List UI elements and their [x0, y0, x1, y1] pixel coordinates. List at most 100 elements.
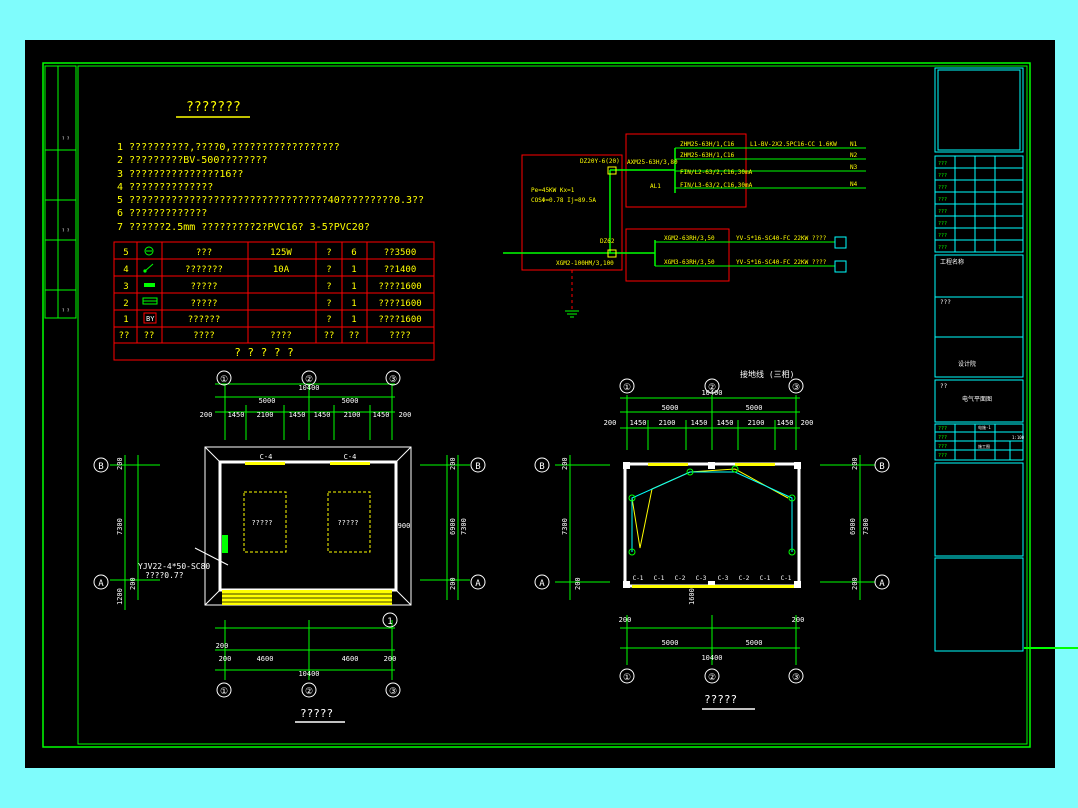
right-window-label: C-1	[654, 575, 665, 582]
right-side-right-3: 7300	[862, 518, 870, 535]
left-subdim: 2100	[257, 411, 274, 419]
branch-2-breaker: ZHM25-63H/1,C16	[680, 152, 735, 159]
right-bottom-overall: 10400	[701, 654, 722, 662]
left-subdim: 1450	[289, 411, 306, 419]
right-window-top-2	[735, 463, 775, 466]
note-line-1: 1 ??????????,????0,??????????????????	[117, 142, 340, 153]
ground-icon	[565, 310, 579, 318]
axis-label: ③	[389, 375, 397, 385]
svg-text:???: ???	[938, 453, 947, 459]
svg-text:???: ???	[938, 444, 947, 450]
notes-title: ???????	[186, 100, 241, 115]
right-window-label: C-3	[696, 575, 707, 582]
cable-label: YJV22-4*50-SC80	[138, 562, 210, 571]
table-cell: 5	[123, 248, 128, 258]
right-side-dim-2: 7300	[561, 518, 569, 535]
system-diagram: DZ20Y-6(20) Pe=45KW Kx=1 COSΦ=0.78 Ij=89…	[503, 133, 866, 318]
inner-frame	[77, 65, 1028, 745]
right-side-dim-1: 200	[561, 457, 569, 470]
lower-branch-2-cable: YV-5*16-SC40-FC 22KW ????	[736, 259, 827, 266]
material-table: BY 5 ??? 125W ? 6 ??3500 4 ??????? 10A ?…	[113, 241, 435, 361]
left-dim-span-2: 5000	[342, 397, 359, 405]
left-axis-bubbles	[93, 370, 486, 698]
table-cell: ?????	[190, 299, 217, 309]
left-dim-span-1: 5000	[259, 397, 276, 405]
svg-text:???: ???	[938, 185, 947, 191]
axis-label: ②	[305, 375, 313, 385]
lower-breaker-symbol	[607, 249, 617, 258]
left-subdim: 200	[399, 411, 412, 419]
right-plan-caption: ?????	[704, 693, 737, 706]
svg-text:???: ???	[938, 173, 947, 179]
right-subdim: 200	[801, 419, 814, 427]
right-window-label: C-2	[739, 575, 750, 582]
table-header-cell: ??	[324, 331, 335, 341]
right-window-label: C-1	[633, 575, 644, 582]
table-cell: 1	[351, 315, 356, 325]
branch-3-breaker: FIN/L2-63/2,C16,30mA	[680, 169, 753, 176]
table-rows: 5 ??? 125W ? 6 ??3500 4 ??????? 10A ? 1 …	[119, 248, 422, 341]
table-cell: 3	[123, 282, 128, 292]
table-cell: ?	[326, 282, 331, 292]
cable-sub-label: ????0.7?	[145, 571, 184, 580]
load-text-1: Pe=45KW Kx=1	[531, 187, 575, 194]
lower-panel-box	[625, 228, 730, 282]
left-window-1	[245, 462, 285, 465]
left-door-dim: 900	[398, 522, 411, 530]
right-bottom-dim: 5000	[746, 639, 763, 647]
box-symbol-icon	[143, 312, 157, 324]
left-window-label: C-4	[344, 453, 357, 461]
left-bottom-overall: 10400	[298, 670, 319, 678]
svg-text:???: ???	[938, 245, 947, 251]
right-bottom-dim: 5000	[662, 639, 679, 647]
main-breaker-symbol	[607, 166, 617, 175]
box-symbol-label: BY	[146, 315, 155, 323]
axis-label: A	[879, 579, 885, 589]
right-window-bottom	[632, 585, 794, 588]
table-header-cell: ????	[389, 331, 411, 341]
table-cell: ????1600	[378, 315, 421, 325]
axis-label: B	[475, 462, 480, 472]
right-bottom-dim: 200	[619, 616, 632, 624]
left-side-right-1: 200	[449, 457, 457, 470]
left-side-right-3: 7300	[460, 518, 468, 535]
table-cell: 1	[351, 299, 356, 309]
right-plan-columns	[623, 462, 801, 588]
title-block	[934, 67, 1024, 652]
axis-label: ②	[708, 383, 716, 393]
axis-label: ①	[623, 383, 631, 393]
table-header-cell: ??	[119, 331, 130, 341]
branch-1-tag: N1	[850, 141, 858, 148]
lower-breaker-label: XGM2-100HM/3,100	[556, 260, 614, 267]
right-subdim: 1450	[630, 419, 647, 427]
table-cell: ??????	[188, 315, 221, 325]
left-bottom-dim: 4600	[342, 655, 359, 663]
branch-3-tag: N3	[850, 164, 858, 171]
equipment-label-2: ?????	[337, 519, 358, 527]
right-subdim: 1450	[717, 419, 734, 427]
table-cell: ????1600	[378, 282, 421, 292]
left-subdim: 2100	[344, 411, 361, 419]
right-subdim: 1450	[777, 419, 794, 427]
table-header-cell: ????	[270, 331, 292, 341]
axis-label: A	[98, 579, 104, 589]
lamp-symbol-icon	[144, 246, 154, 256]
table-cell: ?	[326, 315, 331, 325]
table-cell: 2	[123, 299, 128, 309]
note-line-2: 2 ?????????BV-500????????	[117, 155, 268, 166]
left-subdim: 1450	[228, 411, 245, 419]
equipment-label-1: ?????	[251, 519, 272, 527]
svg-text:? ?: ? ?	[62, 136, 70, 141]
table-cell: 1	[123, 315, 128, 325]
scale-text: 1:100	[1012, 435, 1025, 440]
left-bottom-dim: 200	[216, 642, 229, 650]
socket-symbol-icon	[144, 283, 155, 287]
axis-label: ③	[389, 687, 397, 697]
right-mid-label: 1600	[688, 588, 696, 605]
note-line-4: 4 ??????????????	[117, 182, 213, 193]
left-subdim: 1450	[373, 411, 390, 419]
branch-1-cable: L1-BV-2X2.5PC16-CC 1.6KW	[750, 141, 837, 148]
left-side-dim-1: 200	[116, 457, 124, 470]
left-side-dim-4: 1200	[116, 588, 124, 605]
